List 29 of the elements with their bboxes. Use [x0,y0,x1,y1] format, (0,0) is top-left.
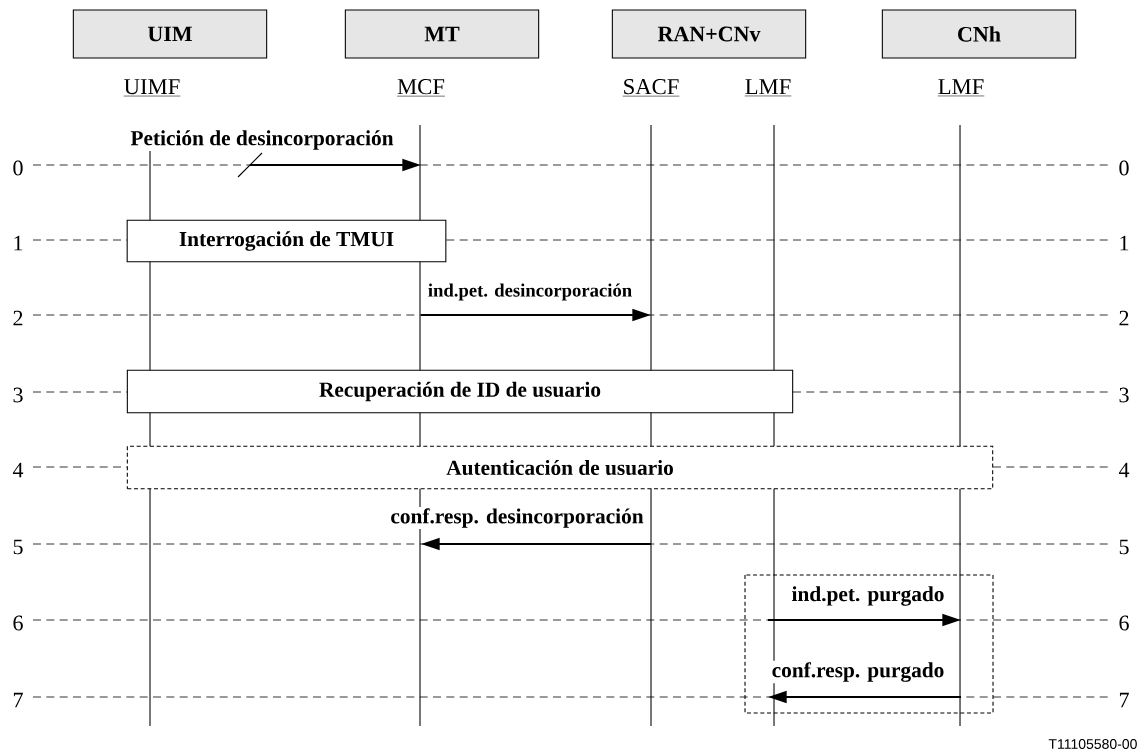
procedure-box: Autenticación de usuario [126,445,994,490]
procedure-box: Interrogación de TMUI [126,219,447,263]
row-number: 0 [13,160,23,176]
figure-code: T11105580-00 [1048,739,1137,749]
entity-box: UIM [72,9,268,59]
row-number: 3 [13,387,23,403]
entity-box: MT [344,9,540,59]
row-number: 4 [1118,462,1130,478]
row-number: 6 [1119,615,1129,631]
row-number: 1 [14,235,23,251]
row-number: 7 [1119,692,1129,708]
row-number: 3 [1119,387,1129,403]
row-number: 6 [13,615,23,631]
row-number: 2 [1119,310,1129,326]
row-number: 7 [13,692,23,708]
row-number: 1 [1120,235,1129,251]
row-number: 5 [1119,539,1129,555]
entity-box: RAN+CNv [611,9,807,59]
row-number: 2 [13,310,23,326]
edge-label: conf.resp. desincorporación [389,506,645,530]
entity-box: CNh [881,9,1077,59]
row-number: 0 [1119,160,1129,176]
edge-label: conf.resp. purgado [770,660,946,684]
row-number: 5 [13,539,23,555]
row-number: 4 [12,462,24,478]
edge-label: ind.pet. purgado [790,584,946,608]
procedure-box: Recuperación de ID de usuario [126,369,794,414]
edge-label: Petición de desincorporación [129,129,395,151]
edge-label: ind.pet. desincorporación [426,282,634,302]
